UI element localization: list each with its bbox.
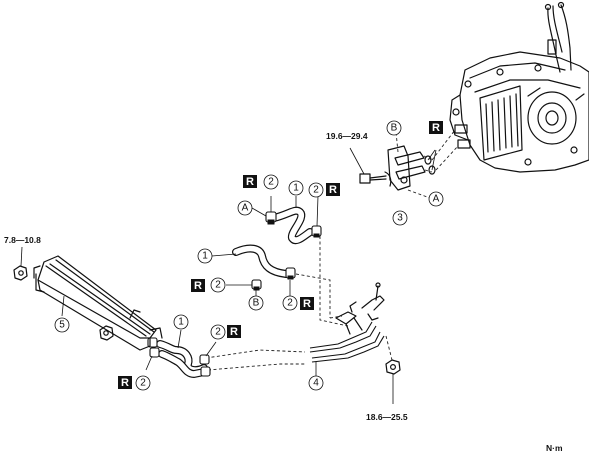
pipe-fitting-bracket: [384, 145, 426, 191]
hose-clamp-upper-left: [265, 211, 277, 225]
svg-text:B: B: [391, 123, 398, 134]
svg-text:A: A: [433, 194, 440, 205]
replace-badge-pipe-side: R: [227, 325, 241, 338]
replace-badge-cooler-side: R: [118, 376, 132, 389]
replace-badge-middle-right: R: [300, 297, 314, 310]
replace-badge-middle-left: R: [191, 279, 205, 292]
replace-badge-o-rings: R: [429, 121, 443, 134]
hose-clamps-pipe-side: [199, 354, 211, 377]
lower-cooler-hoses: [156, 340, 208, 378]
callout-b-hose-end: B: [248, 295, 264, 311]
replace-badge-upper-left: R: [243, 175, 257, 188]
callout-4-pipe-assembly: 4: [308, 375, 324, 391]
svg-text:2: 2: [313, 185, 319, 196]
svg-text:2: 2: [287, 298, 293, 309]
torque-unit-label: N·m: [546, 443, 563, 453]
cooler-mount-nut-top: [13, 265, 28, 281]
callout-1-upper-hose: 1: [288, 180, 304, 196]
svg-text:R: R: [432, 122, 440, 134]
atf-oil-cooler: [33, 255, 163, 351]
callout-1-lower-hose: 1: [173, 314, 189, 330]
svg-text:4: 4: [313, 378, 319, 389]
callout-5-oil-cooler: 5: [54, 317, 70, 333]
o-ring-lower: [428, 165, 436, 175]
pipe-nut: [385, 359, 401, 375]
torque-bracket-bolt: 19.6—29.4: [326, 131, 368, 141]
svg-text:R: R: [303, 298, 311, 310]
upper-cooler-hose: [270, 206, 314, 245]
svg-text:R: R: [194, 280, 202, 292]
callout-2-middle-right-clamp: 2: [282, 295, 298, 311]
cooler-mount-nut-bottom: [99, 325, 114, 341]
callout-2-cooler-side-clamp: 2: [135, 375, 151, 391]
callout-a-hose-end: A: [237, 200, 253, 216]
svg-text:R: R: [230, 326, 238, 338]
svg-text:2: 2: [268, 177, 274, 188]
callout-a-bracket-end: A: [428, 191, 444, 207]
torque-pipe-nut: 18.6—25.5: [366, 412, 408, 422]
callout-2-pipe-side-clamp: 2: [210, 324, 226, 340]
svg-text:R: R: [121, 377, 129, 389]
transaxle-assembly: [449, 1, 589, 173]
svg-text:B: B: [253, 298, 260, 309]
svg-text:1: 1: [293, 183, 299, 194]
callout-1-middle-hose: 1: [197, 248, 213, 264]
replace-badge-upper-right: R: [326, 183, 340, 196]
callout-3-bracket: 3: [392, 210, 408, 226]
svg-text:R: R: [246, 176, 254, 188]
svg-text:R: R: [329, 184, 337, 196]
callout-2-upper-left-clamp: 2: [263, 174, 279, 190]
hose-clamp-upper-right: [311, 225, 322, 238]
svg-text:2: 2: [215, 327, 221, 338]
svg-text:2: 2: [140, 378, 146, 389]
svg-text:3: 3: [397, 213, 403, 224]
bracket-bolt: [359, 173, 387, 184]
callout-2-middle-left-clamp: 2: [210, 277, 226, 293]
svg-text:2: 2: [215, 280, 221, 291]
torque-cooler-nut: 7.8—10.8: [4, 235, 41, 245]
middle-cooler-hose: [232, 244, 290, 278]
svg-text:A: A: [242, 203, 249, 214]
hose-clamp-middle-right: [285, 267, 296, 280]
svg-text:1: 1: [178, 317, 184, 328]
hose-clamp-middle-left: [251, 279, 262, 291]
svg-text:5: 5: [59, 320, 65, 331]
svg-text:1: 1: [202, 251, 208, 262]
cooler-pipe-assembly: [309, 282, 385, 363]
callout-2-upper-right-clamp: 2: [308, 182, 324, 198]
callout-b-bracket-end: B: [386, 120, 402, 136]
